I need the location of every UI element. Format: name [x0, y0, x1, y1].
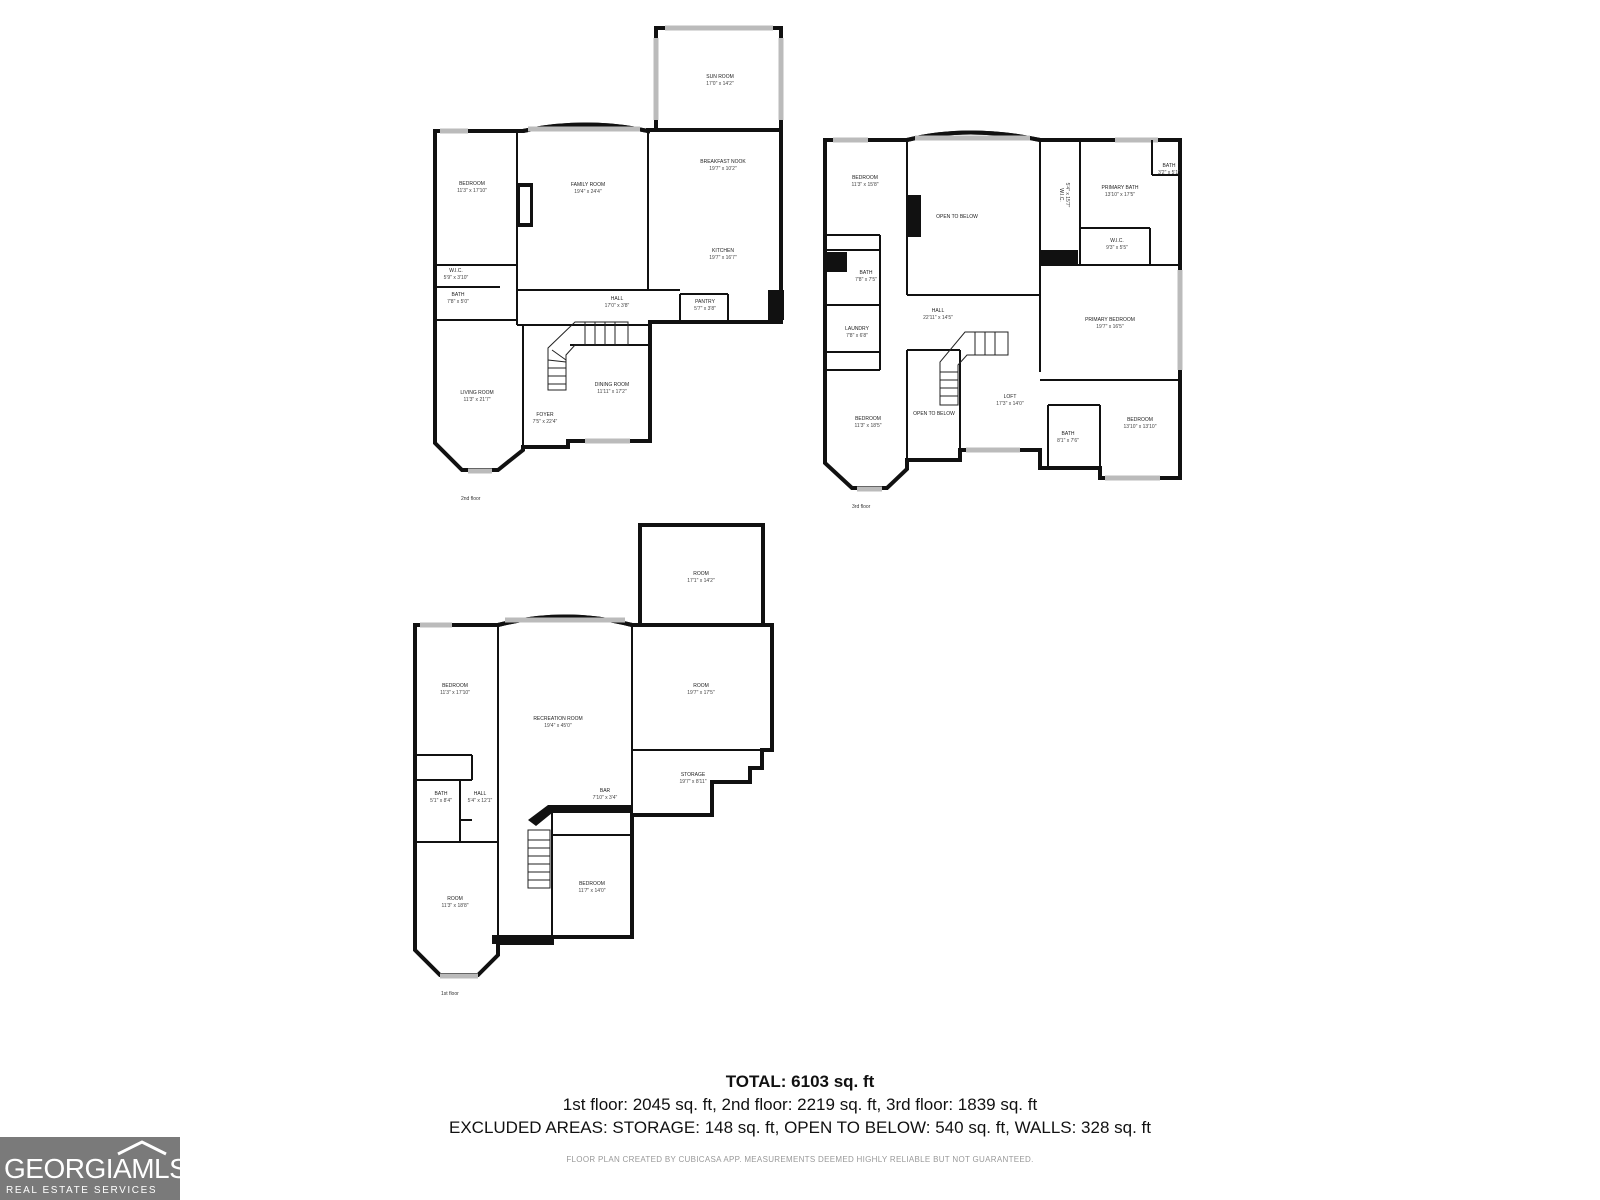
room-name: BEDROOM — [579, 881, 605, 887]
room-dimensions: 19'7" x 17'5" — [687, 690, 715, 696]
room-dimensions: 19'7" x 10'2" — [709, 166, 737, 172]
room-name: OPEN TO BELOW — [936, 214, 978, 220]
room-name: PRIMARY BATH — [1102, 185, 1139, 191]
room-dimensions: 5'4" x 15'7" — [1064, 183, 1070, 208]
room-dimensions: 19'4" x 24'4" — [574, 189, 602, 195]
room-dimensions: 17'0" x 14'2" — [706, 81, 734, 87]
room-dimensions: 11'7" x 14'0" — [578, 888, 605, 894]
floor-plan-3rd-floor — [823, 130, 1183, 492]
room-dimensions: 7'10" x 3'4" — [593, 795, 618, 801]
room-name: BATH — [860, 270, 873, 276]
room-name: BEDROOM — [459, 181, 485, 187]
room-dimensions: 22'11" x 14'5" — [923, 315, 953, 321]
room-name: STORAGE — [681, 772, 706, 778]
room-dimensions: 11'3" x 17'10" — [440, 690, 470, 696]
room-dimensions: 5'1" x 8'4" — [430, 798, 452, 804]
room-name: BAR — [600, 788, 611, 794]
room-dimensions: 11'3" x 18'8" — [441, 903, 468, 909]
disclaimer: FLOOR PLAN CREATED BY CUBICASA APP. MEAS… — [566, 1155, 1034, 1164]
room-name: FOYER — [536, 412, 554, 418]
room-name: LAUNDRY — [845, 326, 869, 332]
room-name: BEDROOM — [442, 683, 468, 689]
room-name: W.I.C. — [449, 268, 463, 274]
room-name: BATH — [435, 791, 448, 797]
room-dimensions: 17'0" x 3'8" — [605, 303, 630, 309]
room-name: KITCHEN — [712, 248, 734, 254]
total-area: TOTAL: 6103 sq. ft — [725, 1072, 875, 1091]
room-name: LIVING ROOM — [460, 390, 493, 396]
room-name: DINING ROOM — [595, 382, 629, 388]
room-name: BATH — [1163, 163, 1176, 169]
room-name: SUN ROOM — [706, 74, 734, 80]
georgiamls-logo: GEORGIAMLS REAL ESTATE SERVICES — [0, 1137, 188, 1200]
floor-areas: 1st floor: 2045 sq. ft, 2nd floor: 2219 … — [562, 1095, 1038, 1114]
room-name: FAMILY ROOM — [571, 182, 605, 188]
room-dimensions: 17'3" x 14'0" — [996, 401, 1024, 407]
room-name: OPEN TO BELOW — [913, 411, 955, 417]
room-name: W.I.C. — [1110, 238, 1124, 244]
room-dimensions: 19'7" x 16'7" — [709, 255, 737, 261]
room-dimensions: 9'3" x 5'5" — [1106, 245, 1128, 251]
room-name: BEDROOM — [852, 175, 878, 181]
floor-plan-1st-floor — [413, 523, 774, 979]
room-dimensions: 19'4" x 45'0" — [544, 723, 572, 729]
room-dimensions: 5'4" x 12'1" — [468, 798, 493, 804]
floor-label: 1st floor — [441, 991, 459, 997]
room-dimensions: 7'8" x 6'8" — [846, 333, 868, 339]
room-name: HALL — [932, 308, 945, 314]
room-name: ROOM — [693, 571, 709, 577]
room-name: BATH — [1062, 431, 1075, 437]
room-name: PRIMARY BEDROOM — [1085, 317, 1135, 323]
room-name: HALL — [474, 791, 487, 797]
room-dimensions: 5'7" x 3'8" — [694, 306, 716, 312]
logo-name: GEORGIAMLS — [4, 1153, 188, 1184]
room-dimensions: 8'1" x 7'6" — [1057, 438, 1079, 444]
room-dimensions: 19'7" x 16'5" — [1096, 324, 1124, 330]
logo-subtitle: REAL ESTATE SERVICES — [6, 1185, 158, 1196]
house-roof-icon — [117, 1140, 167, 1156]
room-dimensions: 7'5" x 22'4" — [533, 419, 558, 425]
room-dimensions: 19'7" x 8'11" — [679, 779, 706, 785]
room-dimensions: 7'8" x 7'5" — [855, 277, 877, 283]
floor-label: 2nd floor — [461, 496, 481, 502]
excluded-areas: EXCLUDED AREAS: STORAGE: 148 sq. ft, OPE… — [448, 1118, 1151, 1137]
room-dimensions: 11'3" x 17'10" — [457, 188, 487, 194]
room-dimensions: 11'3" x 15'8" — [851, 182, 878, 188]
room-name: BEDROOM — [1127, 417, 1153, 423]
room-name: W.I.C. — [1058, 188, 1064, 202]
floor-plan-2nd-floor — [433, 25, 784, 474]
room-dimensions: 17'1" x 14'2" — [687, 578, 715, 584]
room-name: BEDROOM — [855, 416, 881, 422]
room-name: ROOM — [693, 683, 709, 689]
room-name: HALL — [611, 296, 624, 302]
room-dimensions: 11'3" x 21'7" — [463, 397, 490, 403]
room-dimensions: 11'3" x 18'5" — [854, 423, 881, 429]
floor-label: 3rd floor — [852, 504, 871, 510]
room-dimensions: 13'10" x 13'10" — [1124, 424, 1157, 430]
room-dimensions: 7'8" x 5'0" — [447, 299, 469, 305]
room-dimensions: 3'2" x 5'1" — [1158, 170, 1180, 176]
room-dimensions: 11'11" x 17'2" — [597, 389, 627, 395]
room-name: PANTRY — [695, 299, 715, 305]
room-name: BATH — [452, 292, 465, 298]
room-name: ROOM — [447, 896, 463, 902]
room-dimensions: 5'9" x 3'10" — [444, 275, 469, 281]
room-name: RECREATION ROOM — [533, 716, 582, 722]
room-name: LOFT — [1004, 394, 1017, 400]
room-dimensions: 13'10" x 17'5" — [1105, 192, 1135, 198]
room-name: BREAKFAST NOOK — [700, 159, 746, 165]
